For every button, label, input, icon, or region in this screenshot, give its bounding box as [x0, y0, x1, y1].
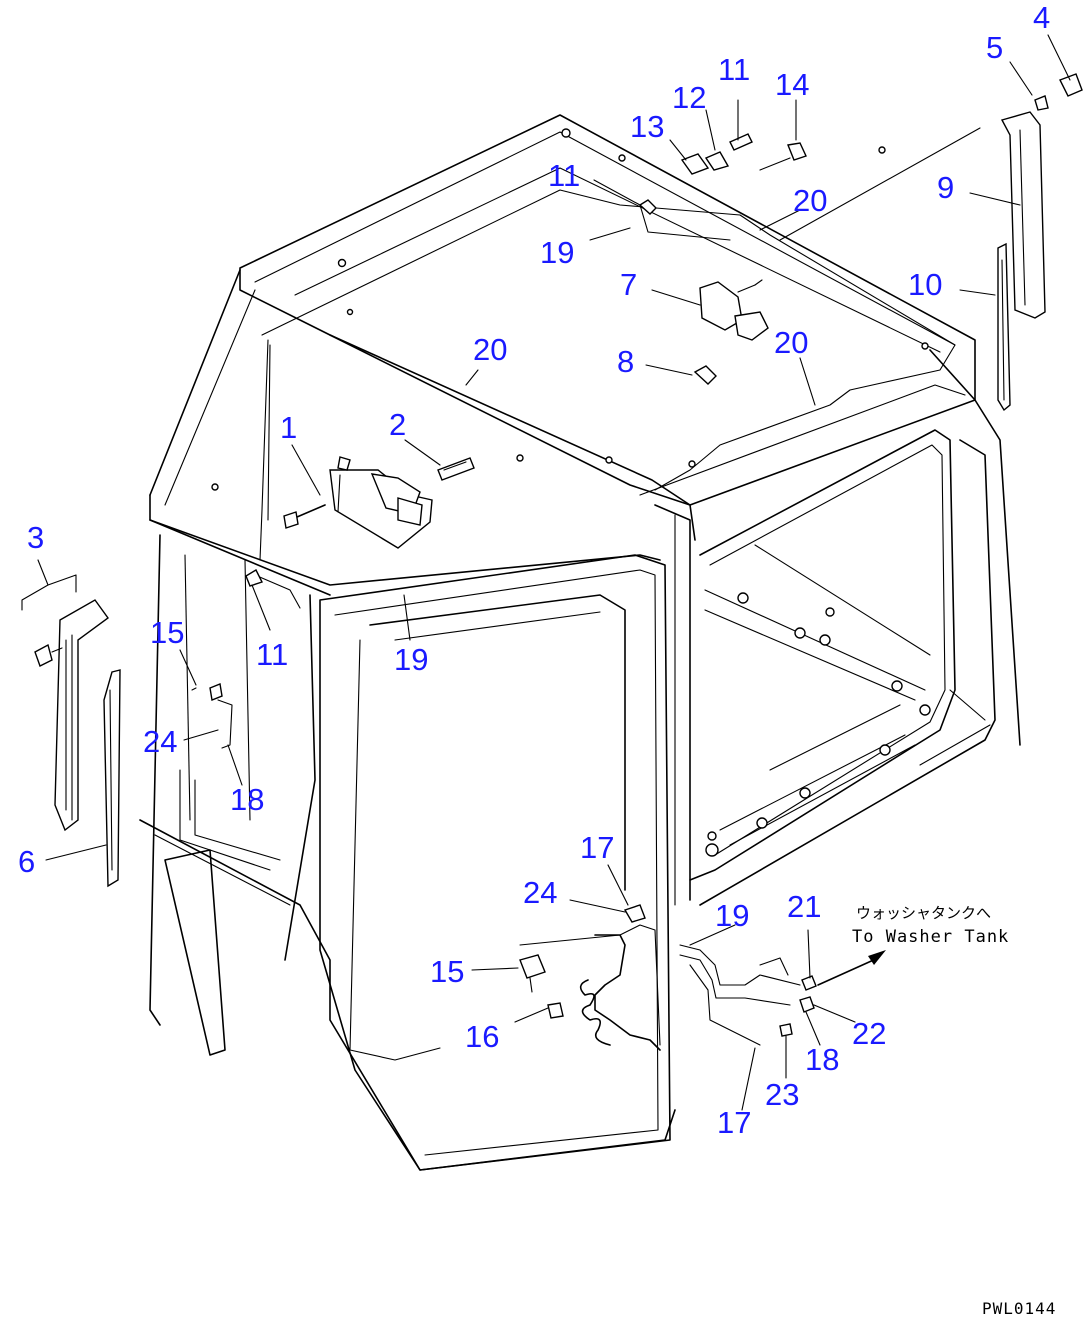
callout-2: 2: [389, 407, 406, 442]
callout-17-door: 17: [580, 830, 614, 865]
callout-21: 21: [787, 889, 821, 924]
front-wiper-blade: [103, 669, 121, 888]
leader-lines: [21, 34, 1071, 1111]
drawing-reference-number: PWL0144: [982, 1299, 1056, 1318]
lower-hose-routing: [679, 944, 886, 1046]
callout-4: 4: [1033, 0, 1050, 35]
callout-24-left: 24: [143, 724, 177, 759]
callout-10: 10: [908, 267, 942, 302]
callout-11-top: 11: [718, 52, 750, 87]
callout-14: 14: [775, 67, 809, 102]
callout-9: 9: [937, 170, 954, 205]
callout-11-roof: 11: [548, 158, 580, 193]
callout-12: 12: [672, 80, 706, 115]
callout-6: 6: [18, 844, 35, 879]
callout-24-door: 24: [523, 875, 557, 910]
callout-3: 3: [27, 520, 44, 555]
callout-16: 16: [465, 1019, 499, 1054]
callout-18-left: 18: [230, 782, 264, 817]
door-coil-hose: [519, 904, 661, 1051]
rear-wiper-arm: [1000, 73, 1083, 319]
washer-tank-label-japanese: ウォッシャタンクへ: [856, 904, 991, 922]
cab-frame: [139, 114, 1021, 1171]
callout-22: 22: [852, 1016, 886, 1051]
callout-20-right: 20: [774, 325, 808, 360]
front-wiper-motor: [283, 456, 475, 549]
left-nozzle-parts: [191, 569, 263, 749]
callout-7: 7: [620, 267, 637, 302]
callout-13: 13: [630, 109, 664, 144]
callout-5: 5: [986, 30, 1003, 65]
callout-18-lower: 18: [805, 1042, 839, 1077]
roof-nozzle-parts: [638, 133, 807, 215]
callout-19-door: 19: [394, 642, 428, 677]
callout-20-roof: 20: [793, 183, 827, 218]
callout-1: 1: [280, 410, 297, 445]
callout-11-left: 11: [256, 637, 288, 672]
washer-tank-label-english: To Washer Tank: [852, 927, 1009, 947]
callout-19-roof: 19: [540, 235, 574, 270]
callout-15-door: 15: [430, 954, 464, 989]
callout-20-front: 20: [473, 332, 507, 367]
callout-23: 23: [765, 1077, 799, 1112]
callout-19-lower: 19: [715, 898, 749, 933]
callout-numbers: 1 2 3 4 5 6 7 8 9 10 11 11 11 12 13 14 1…: [18, 0, 1050, 1140]
callout-15-left: 15: [150, 615, 184, 650]
rear-wiper-motor: [693, 279, 769, 385]
front-wiper-arm: [34, 599, 109, 832]
callout-8: 8: [617, 344, 634, 379]
washer-tank-annotation: ウォッシャタンクへ To Washer Tank: [852, 904, 1009, 947]
washer-hose-routing: [254, 189, 956, 609]
rear-wiper-blade: [997, 242, 1011, 412]
callout-17-lower: 17: [717, 1105, 751, 1140]
